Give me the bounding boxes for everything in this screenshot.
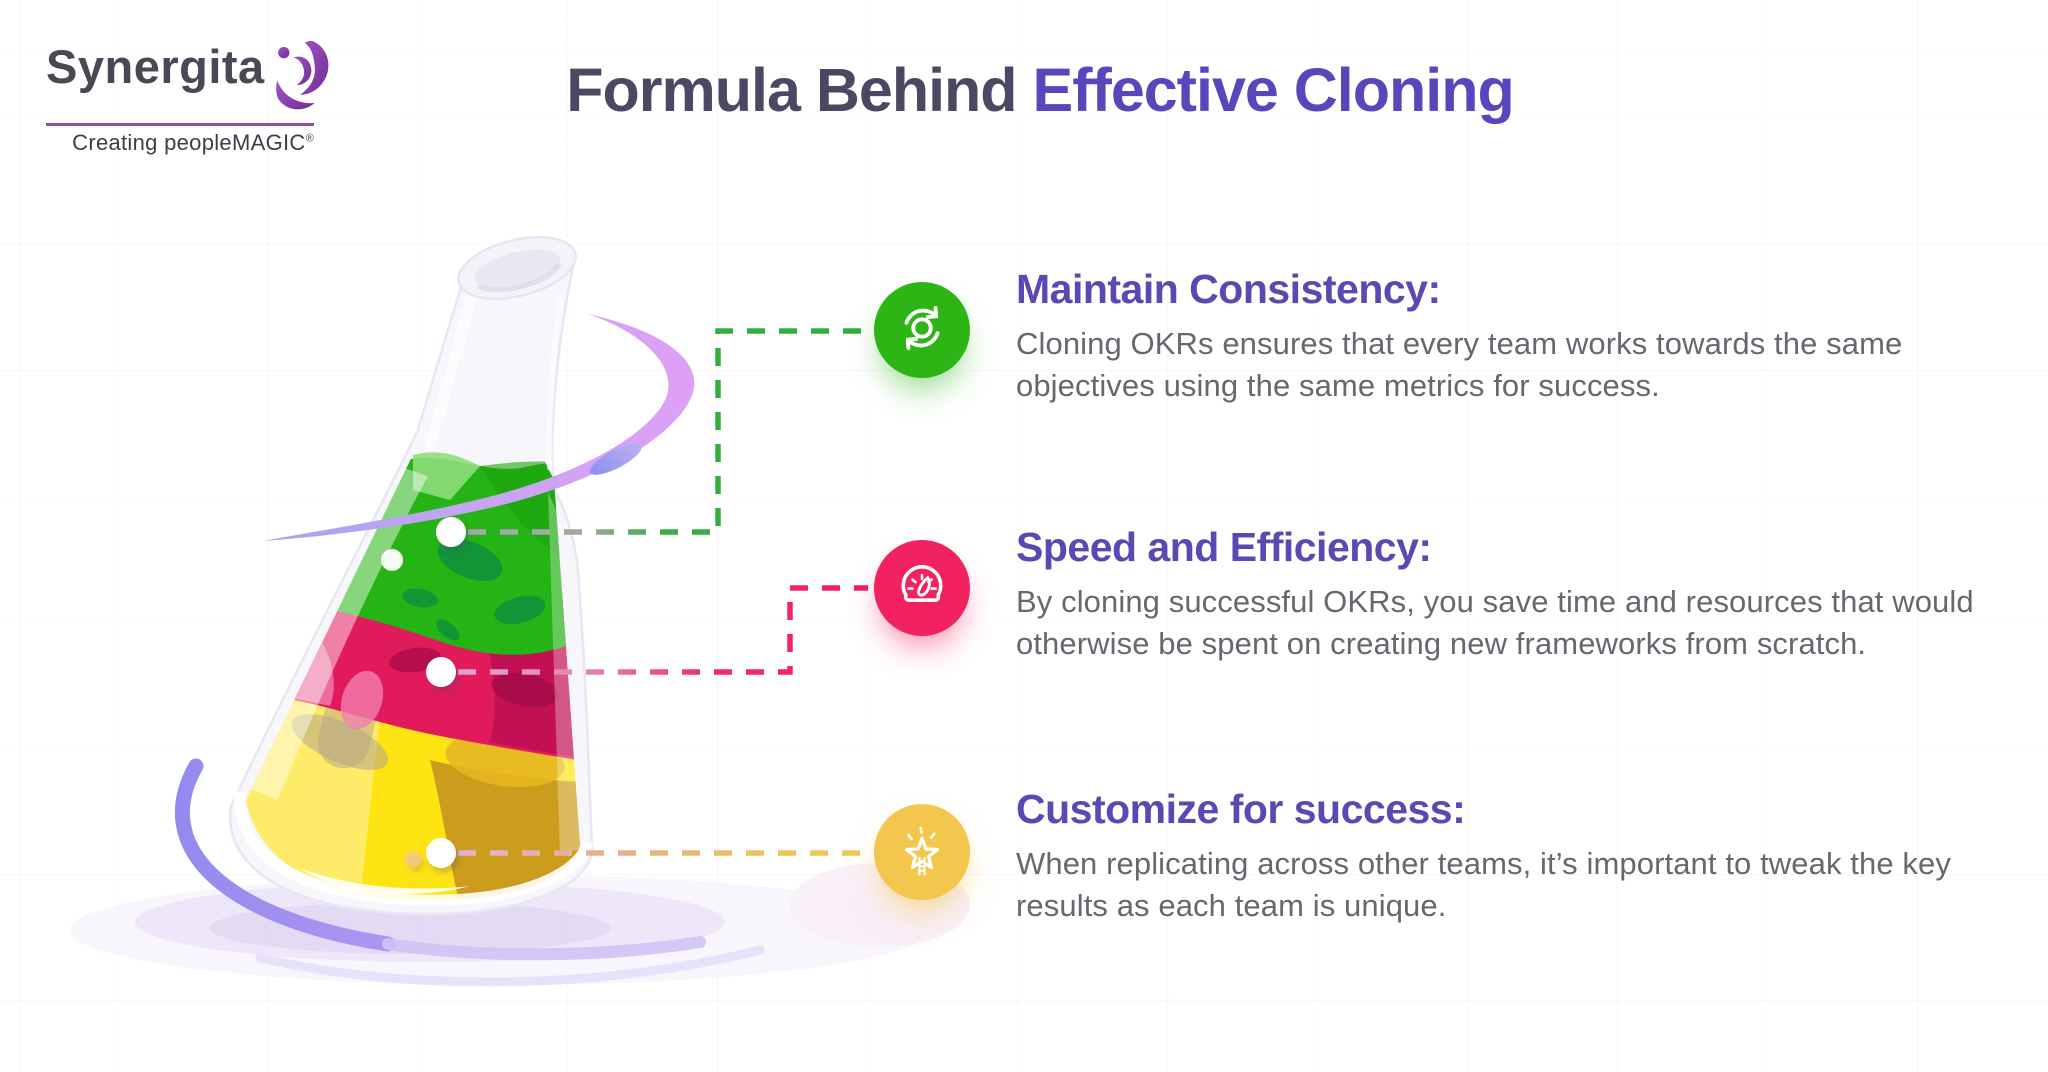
tagline-text: Creating peopleMAGIC [72,130,306,155]
purple-swirl-logo-icon [267,38,333,121]
logo: Synergita Creatin [46,36,336,156]
customize-success-icon-circle [874,804,970,900]
callout-body-line: Cloning OKRs ensures that every team wor… [1016,326,1903,361]
callout-speed-efficiency: Speed and Efficiency: By cloning success… [1016,524,1986,665]
flask-mouth [457,235,577,301]
flask-shadow [70,863,970,985]
purple-orbit-swirl [263,314,695,541]
title-highlight: Effective Cloning [1032,56,1515,124]
marker-dot-yellow [426,838,456,868]
pink-dashed-line [458,585,868,675]
callout-heading: Speed and Efficiency: [1016,524,1432,570]
callout-body-line: objectives using the same metrics for su… [1016,368,1660,403]
marker-dots [405,517,466,868]
callout-maintain-consistency: Maintain Consistency: Cloning OKRs ensur… [1016,266,1986,407]
red-liquid-layer [284,588,580,762]
logo-underline [46,123,314,126]
callout-heading: Maintain Consistency: [1016,266,1441,312]
title-prefix: Formula Behind [566,56,1017,124]
registered-mark: ® [305,132,314,145]
sync-arrows-icon [891,297,953,364]
base-swirl [174,758,765,987]
magic-star-icon [891,819,953,886]
callout-body-line: otherwise be spent on creating new frame… [1016,626,1867,661]
callout-body-line: When replicating across other teams, it’… [1016,846,1951,881]
callout-body-line: By cloning successful OKRs, you save tim… [1016,584,1974,619]
callout-heading: Customize for success: [1016,786,1466,832]
yellow-liquid-layer [246,682,580,901]
marker-dot-pink [426,657,456,687]
green-dashed-line [468,328,868,535]
marker-dot-green [436,517,466,547]
glass-flask [228,235,594,916]
logo-tagline: Creating peopleMAGIC® [46,130,314,156]
page-title: Formula Behind Effective Cloning [420,58,1660,122]
speed-efficiency-icon-circle [874,540,970,636]
green-liquid-layer [322,457,576,655]
speedometer-icon [891,555,953,622]
brand-name: Synergita [46,40,265,93]
callout-body-line: results as each team is unique. [1016,888,1447,923]
maintain-consistency-icon-circle [874,282,970,378]
callout-customize-success: Customize for success: When replicating … [1016,786,1986,927]
